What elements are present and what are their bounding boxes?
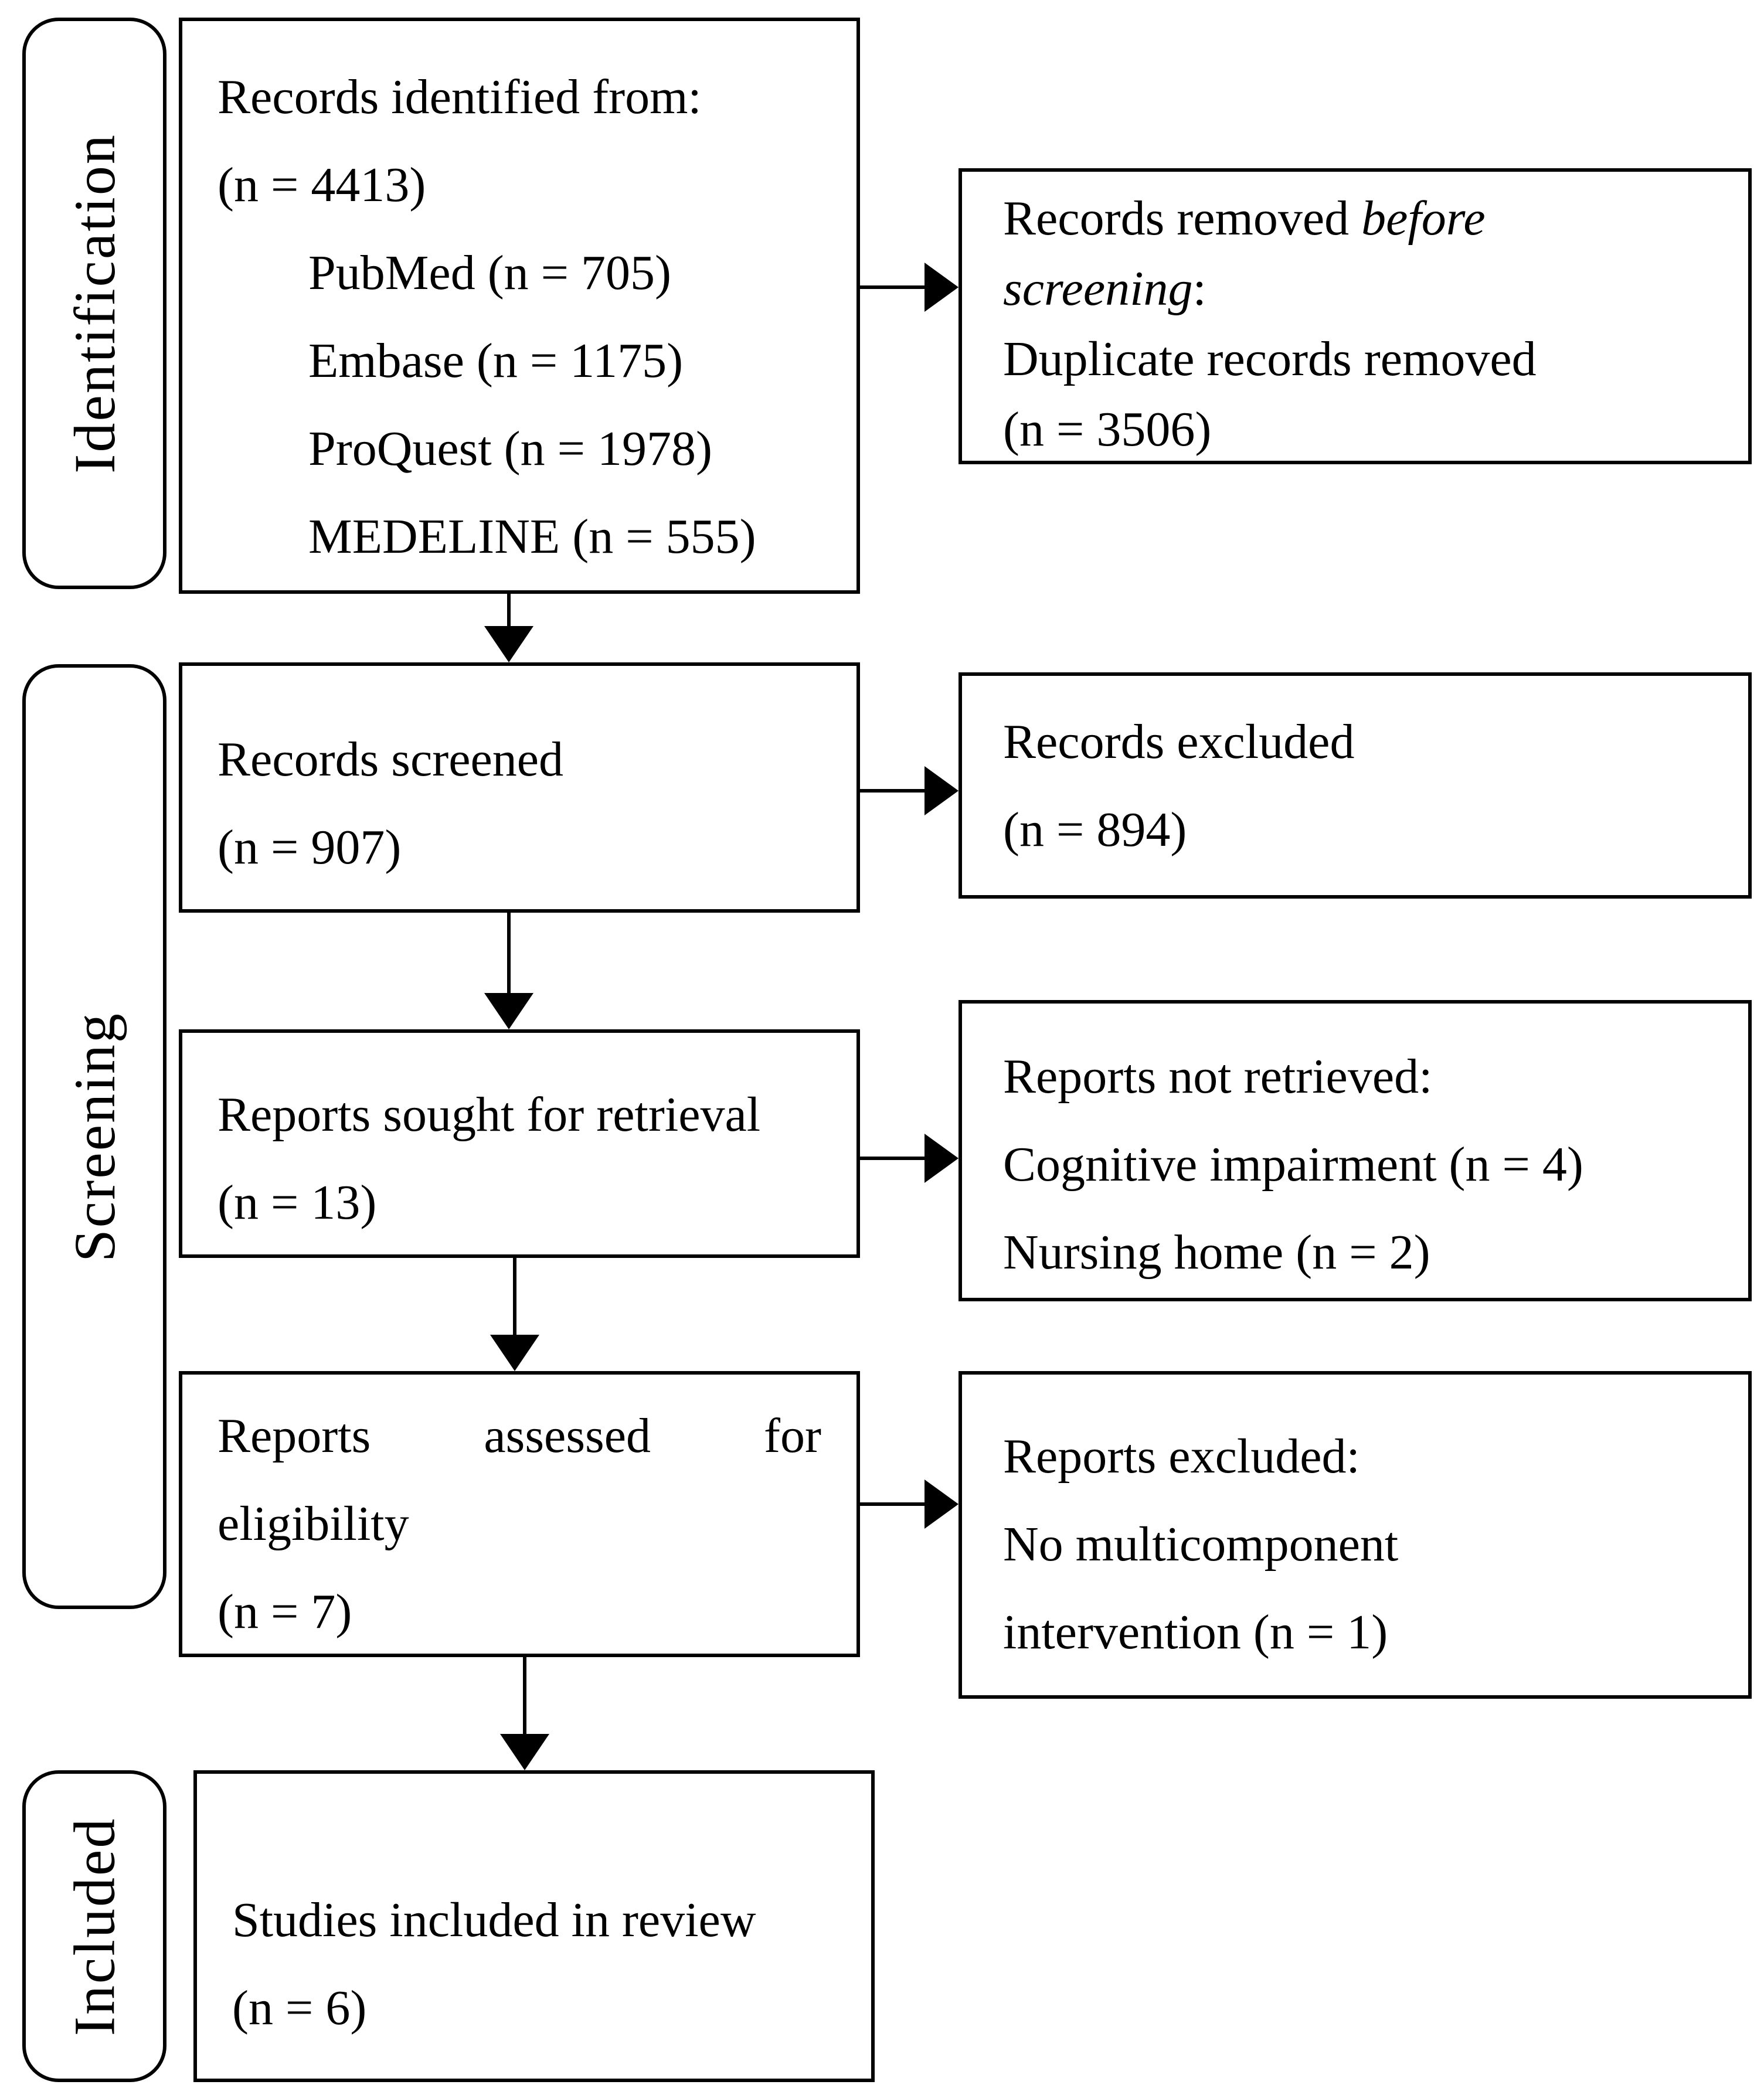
reports-excluded-reason-1: No multicomponent	[1003, 1517, 1399, 1572]
box-reports-sought: Reports sought for retrieval (n = 13)	[179, 1029, 860, 1258]
records-removed-italic-screening: screening	[1003, 261, 1193, 316]
arrow-line	[513, 1258, 516, 1337]
spacer	[962, 676, 1748, 698]
arrow-head-right-icon	[925, 1480, 959, 1529]
records-removed-line1: Records removed before	[962, 183, 1748, 254]
records-removed-line2: screening:	[962, 254, 1748, 324]
stage-label-screening: Screening	[62, 1011, 127, 1262]
not-retrieved-title: Reports not retrieved:	[1003, 1049, 1433, 1104]
reports-sought-count: (n = 13)	[217, 1175, 377, 1230]
box-reports-excluded: Reports excluded: No multicomponent inte…	[959, 1371, 1752, 1699]
spacer	[182, 1033, 856, 1071]
arrow-line	[860, 1502, 927, 1506]
arrow-screened-to-sought	[484, 913, 533, 1029]
arrow-assessed-to-reports-excluded	[860, 1480, 959, 1529]
reports-excluded-title: Reports excluded:	[1003, 1429, 1360, 1484]
arrow-head-down-icon	[500, 1734, 549, 1770]
box-records-screened: Records screened (n = 907)	[179, 662, 860, 913]
source-pubmed: PubMed (n = 705)	[308, 246, 672, 300]
spacer	[962, 1375, 1748, 1413]
stage-identification: Identification	[22, 18, 166, 589]
reports-assessed-line1: Reports assessed for	[182, 1392, 856, 1480]
spacer	[182, 666, 856, 716]
arrow-identified-to-removed	[860, 263, 959, 312]
spacer	[182, 21, 856, 53]
not-retrieved-reason-cognitive: Cognitive impairment (n = 4)	[1003, 1137, 1583, 1192]
source-medeline: MEDELINE (n = 555)	[308, 509, 756, 564]
arrow-sought-to-assessed	[490, 1258, 539, 1371]
stage-screening: Screening	[22, 664, 166, 1609]
arrow-head-down-icon	[484, 626, 533, 662]
spacer	[962, 1004, 1748, 1033]
records-excluded-count: (n = 894)	[1003, 802, 1187, 857]
arrow-head-down-icon	[490, 1335, 539, 1371]
spacer	[182, 1375, 856, 1392]
assessed-word-3: for	[764, 1409, 821, 1463]
arrow-line	[860, 789, 927, 793]
stage-label-identification: Identification	[62, 133, 127, 474]
spacer	[197, 1774, 871, 1876]
records-removed-count: (n = 3506)	[1003, 402, 1212, 457]
reports-excluded-reason-2: intervention (n = 1)	[1003, 1605, 1388, 1659]
box-studies-included: Studies included in review (n = 6)	[193, 1770, 875, 2082]
arrow-screened-to-excluded	[860, 766, 959, 815]
arrow-head-down-icon	[484, 993, 533, 1029]
arrow-line	[860, 1157, 927, 1160]
source-proquest: ProQuest (n = 1978)	[308, 421, 712, 476]
stage-included: Included	[22, 1770, 166, 2082]
assessed-word-2: assessed	[484, 1409, 651, 1463]
arrow-line	[507, 594, 511, 628]
records-excluded-title: Records excluded	[1003, 715, 1355, 769]
records-identified-count: (n = 4413)	[217, 158, 426, 212]
records-screened-title: Records screened	[217, 732, 564, 787]
arrow-head-right-icon	[925, 766, 959, 815]
records-screened-count: (n = 907)	[217, 820, 402, 875]
records-identified-title: Records identified from:	[217, 70, 702, 124]
stage-label-included: Included	[62, 1817, 127, 2036]
arrow-line	[860, 285, 927, 289]
studies-included-title: Studies included in review	[232, 1893, 756, 1947]
arrow-line	[507, 913, 511, 995]
arrow-identified-to-screened	[484, 594, 533, 662]
arrow-line	[523, 1657, 526, 1736]
source-embase: Embase (n = 1175)	[308, 334, 684, 388]
arrow-head-right-icon	[925, 263, 959, 312]
box-records-removed: Records removed before screening: Duplic…	[959, 168, 1752, 464]
reports-sought-title: Reports sought for retrieval	[217, 1087, 761, 1142]
arrow-assessed-to-included	[500, 1657, 549, 1770]
spacer	[962, 172, 1748, 183]
reports-assessed-count: (n = 7)	[217, 1584, 352, 1639]
records-removed-colon: :	[1192, 261, 1206, 316]
assessed-word-1: Reports	[217, 1409, 371, 1463]
arrow-head-right-icon	[925, 1134, 959, 1183]
records-removed-italic-before: before	[1361, 191, 1486, 246]
records-removed-lead: Records removed	[1003, 191, 1362, 246]
arrow-sought-to-not-retrieved	[860, 1134, 959, 1183]
box-records-excluded: Records excluded (n = 894)	[959, 672, 1752, 899]
studies-included-count: (n = 6)	[232, 1981, 367, 2035]
box-records-identified: Records identified from: (n = 4413) PubM…	[179, 18, 860, 594]
box-reports-assessed: Reports assessed for eligibility (n = 7)	[179, 1371, 860, 1657]
not-retrieved-reason-nursing: Nursing home (n = 2)	[1003, 1225, 1430, 1280]
reports-assessed-line2: eligibility	[217, 1497, 409, 1551]
records-removed-reason: Duplicate records removed	[1003, 332, 1537, 386]
box-reports-not-retrieved: Reports not retrieved: Cognitive impairm…	[959, 1000, 1752, 1301]
